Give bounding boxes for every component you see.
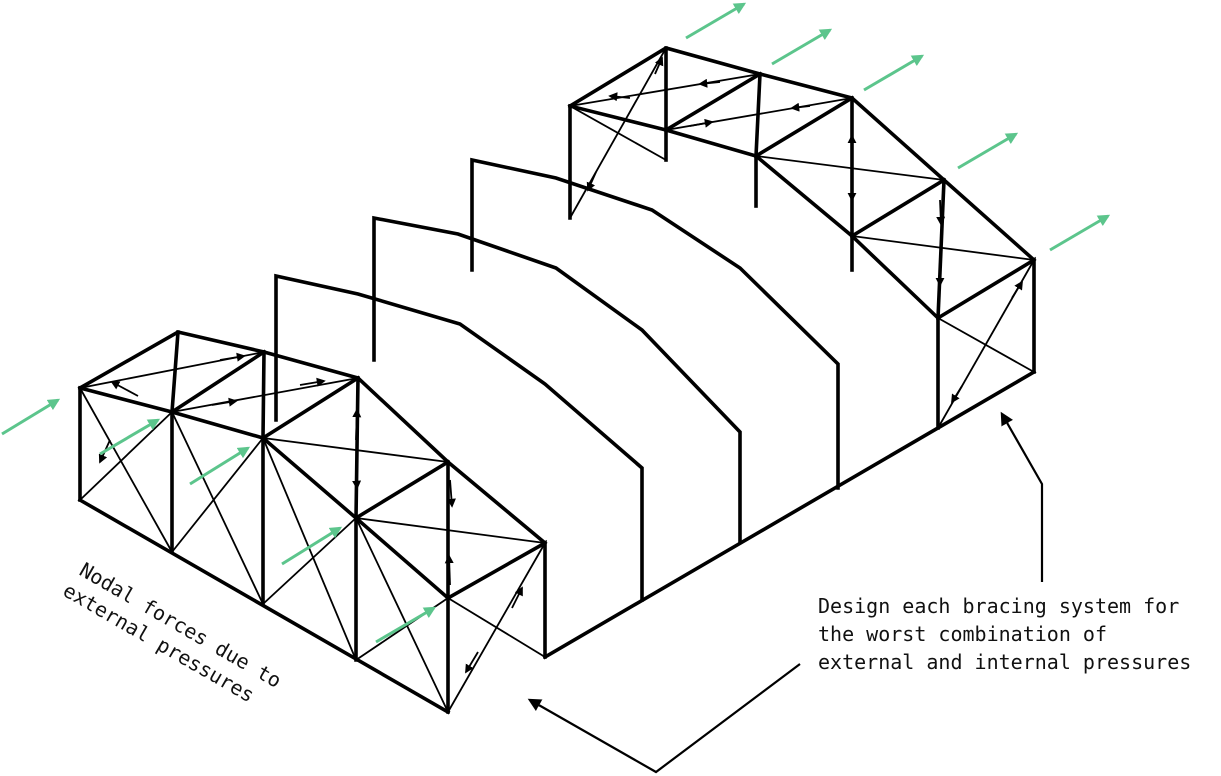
brace-arrow [586, 171, 597, 192]
near-bay-rafter-c [353, 459, 451, 521]
brace-arrow [654, 56, 664, 75]
far-bay-roof-top [567, 46, 1037, 263]
brace [355, 517, 546, 544]
brace-arrow [219, 352, 246, 362]
brace [755, 73, 761, 157]
brace [171, 411, 264, 605]
brace [262, 351, 265, 439]
brace [755, 155, 945, 181]
near-bay-roof-top [77, 330, 548, 546]
far-bay-rafter-b [753, 95, 855, 159]
pressure-arrow [99, 418, 161, 456]
brace [447, 542, 546, 713]
design-line2: the worst combination of [818, 622, 1107, 646]
brace-arrow [352, 408, 362, 441]
near-bay-rafter-b [260, 375, 361, 441]
brace-arrow [790, 102, 811, 112]
brace [569, 47, 667, 219]
brace [262, 437, 357, 661]
brace-arrow [689, 118, 714, 128]
external-pressure-arrows [1, 2, 1111, 644]
brace-arrow [465, 651, 479, 674]
design-note-label: Design each bracing system for the worst… [818, 594, 1191, 674]
pressure-arrow [863, 54, 925, 92]
near-bay-rafter-a [169, 349, 267, 415]
brace-arrow [444, 554, 454, 586]
pressure-arrow [957, 132, 1019, 170]
brace-arrow [698, 78, 721, 88]
brace-arrow [951, 385, 963, 404]
far-bay-rafter-a [663, 71, 763, 133]
brace [262, 437, 449, 463]
brace-arrow [936, 199, 946, 226]
front-gable-frame [446, 539, 547, 714]
pressure-arrow [1, 398, 61, 436]
pressure-arrow [281, 526, 343, 566]
brace-arrow [110, 381, 139, 397]
brace [851, 235, 1035, 261]
brace [79, 411, 173, 501]
brace-arrow [352, 469, 362, 490]
leader-upper [1000, 411, 1044, 582]
brace-arrow [446, 479, 456, 508]
far-bay-rafter-c [849, 177, 947, 239]
brace [262, 517, 357, 605]
portal-frame-3 [470, 157, 840, 490]
portal-frame-2 [372, 215, 742, 544]
brace-arrow [211, 397, 238, 407]
brace [569, 73, 761, 107]
brace-force-arrows [98, 56, 1023, 674]
design-line3: external and internal pressures [818, 650, 1191, 674]
brace [171, 331, 179, 413]
leader-lower [527, 663, 801, 774]
brace-arrow [299, 377, 326, 387]
far-gable-frame [936, 256, 1036, 430]
portal-frame-1 [274, 273, 644, 602]
brace-arrow [1011, 280, 1023, 299]
pressure-arrow [189, 446, 251, 486]
brace [355, 597, 449, 661]
brace [355, 377, 359, 519]
left-base-line [77, 497, 451, 715]
leader-lines [527, 411, 1044, 774]
brace [171, 377, 359, 413]
brace-arrow [511, 586, 523, 609]
brace [171, 437, 264, 553]
pressure-arrow [771, 28, 833, 66]
brace-arrow [608, 92, 631, 102]
pressure-arrow [375, 606, 437, 644]
pressure-arrow [685, 2, 747, 40]
brace [79, 387, 173, 553]
pressure-arrow [1049, 214, 1111, 252]
right-base-line [542, 369, 1037, 660]
brace [355, 517, 449, 713]
design-line1: Design each bracing system for [818, 594, 1179, 618]
brace [937, 179, 945, 319]
